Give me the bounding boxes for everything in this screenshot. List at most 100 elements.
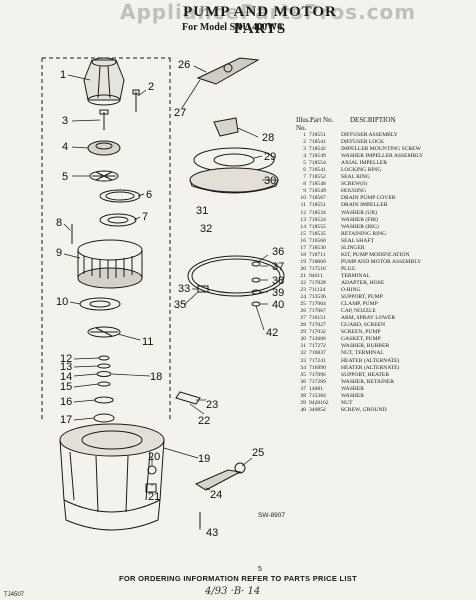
illus-no: 36: [300, 378, 306, 385]
illus-no: 39: [300, 399, 306, 406]
description: SEAL SHAFT: [341, 237, 374, 244]
part-no: 717032: [309, 329, 326, 336]
callout-21: 21: [148, 491, 160, 503]
ordering-note: FOR ORDERING INFORMATION REFER TO PARTS …: [119, 574, 357, 583]
illus-no: 16: [300, 237, 306, 244]
illus-no: 29: [300, 329, 306, 336]
illus-no: 13: [300, 216, 306, 223]
part-no: 9420162: [309, 399, 329, 406]
callout-12: 12: [60, 353, 72, 365]
callout-14: 14: [60, 371, 72, 383]
illus-no: 26: [300, 308, 306, 315]
callout-4: 4: [62, 141, 68, 153]
document-code: TJ4507: [4, 592, 25, 598]
part-no: 718549: [309, 153, 326, 160]
illus-no: 38: [300, 392, 306, 399]
description: WASHER: [341, 385, 364, 392]
header-description: DESCRIPTION: [350, 116, 396, 124]
description: SLINGER: [341, 244, 365, 251]
description: RETAINING RING: [341, 230, 387, 237]
description: SEAL RING: [341, 174, 370, 181]
part-no: 94611: [309, 272, 323, 279]
callout-26: 26: [178, 59, 190, 71]
description: PLUG: [341, 265, 356, 272]
callout-16: 16: [60, 396, 72, 408]
description: O-RING: [341, 287, 361, 294]
illus-no: 12: [300, 209, 306, 216]
illus-no: 23: [300, 287, 306, 294]
illus-no: 27: [300, 315, 306, 322]
illus-no: 10: [300, 195, 306, 202]
part-no: 718541: [309, 139, 326, 146]
description: GUARD, SCREEN: [341, 322, 386, 329]
handwritten-note: 4/93 ·B· 14: [205, 586, 261, 597]
callout-23: 23: [206, 399, 218, 411]
callout-36: 36: [272, 246, 284, 258]
description: AXIAL IMPELLER: [341, 160, 387, 167]
illus-no: 2: [303, 139, 306, 146]
illus-no: 20: [300, 265, 306, 272]
callout-32: 32: [200, 223, 212, 235]
part-no: 718542: [309, 146, 326, 153]
callout-43: 43: [206, 527, 218, 539]
description: SUPPORT, HEATER: [341, 371, 390, 378]
callout-38: 38: [272, 275, 284, 287]
description: NUT, TERMINAL: [341, 350, 384, 357]
callout-13: 13: [60, 361, 72, 373]
description: SCREEN, PUMP: [341, 329, 381, 336]
description: PUMP AND MOTOR ASSEMBLY: [341, 258, 422, 265]
callout-5: 5: [62, 171, 68, 183]
illus-no: 37: [300, 385, 306, 392]
header-illus-no: Illus. No.: [296, 116, 311, 132]
part-no: 718551: [309, 132, 326, 138]
part-no: 711124: [309, 287, 326, 294]
description: DIFFUSER ASSEMBLY: [341, 132, 398, 138]
description: WASHER, RETAINER: [341, 378, 395, 385]
part-no: 716560: [309, 237, 326, 244]
illus-no: 32: [300, 350, 306, 357]
illus-no: 6: [303, 167, 306, 174]
illus-no: 24: [300, 294, 306, 301]
illus-no: 17: [300, 244, 306, 251]
callout-10: 10: [56, 296, 68, 308]
description: ARM, SPRAY LOWER: [341, 315, 396, 322]
illus-no: 25: [300, 301, 306, 308]
illus-no: 28: [300, 322, 306, 329]
part-no: 717272: [309, 343, 326, 350]
description: KIT, PUMP MODIFICATION: [341, 251, 410, 258]
part-no: 718524: [309, 216, 326, 223]
illus-no: 35: [300, 371, 306, 378]
illus-no: 40: [300, 406, 306, 413]
description: SUPPORT, PUMP: [341, 294, 383, 301]
part-no: 718530: [309, 244, 326, 251]
part-no: 717096: [309, 371, 326, 378]
part-no: 717027: [309, 322, 326, 329]
diagram-code: SW-8907: [258, 512, 285, 519]
part-no: 718534: [309, 209, 326, 216]
callout-29: 29: [264, 151, 276, 163]
illus-no: 14: [300, 223, 306, 230]
